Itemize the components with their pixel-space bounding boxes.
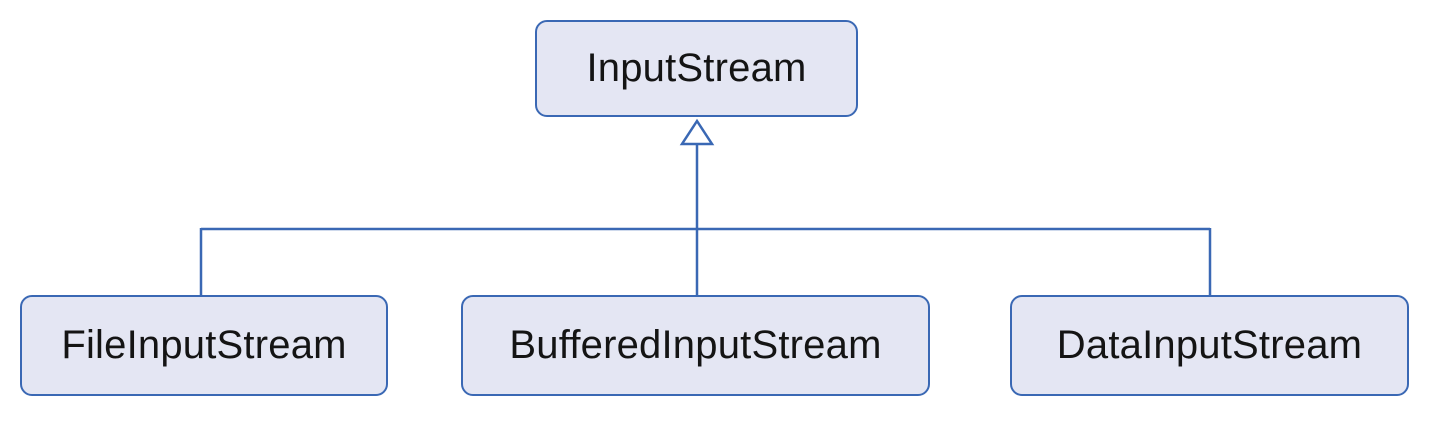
node-bufferedinputstream-label: BufferedInputStream bbox=[509, 323, 882, 367]
node-inputstream: InputStream bbox=[535, 20, 858, 117]
inheritance-arrowhead-icon bbox=[679, 118, 715, 146]
node-fileinputstream: FileInputStream bbox=[20, 295, 388, 396]
node-fileinputstream-label: FileInputStream bbox=[61, 323, 347, 367]
node-datainputstream: DataInputStream bbox=[1010, 295, 1409, 396]
node-inputstream-label: InputStream bbox=[586, 46, 807, 90]
node-bufferedinputstream: BufferedInputStream bbox=[461, 295, 930, 396]
node-datainputstream-label: DataInputStream bbox=[1056, 323, 1363, 367]
